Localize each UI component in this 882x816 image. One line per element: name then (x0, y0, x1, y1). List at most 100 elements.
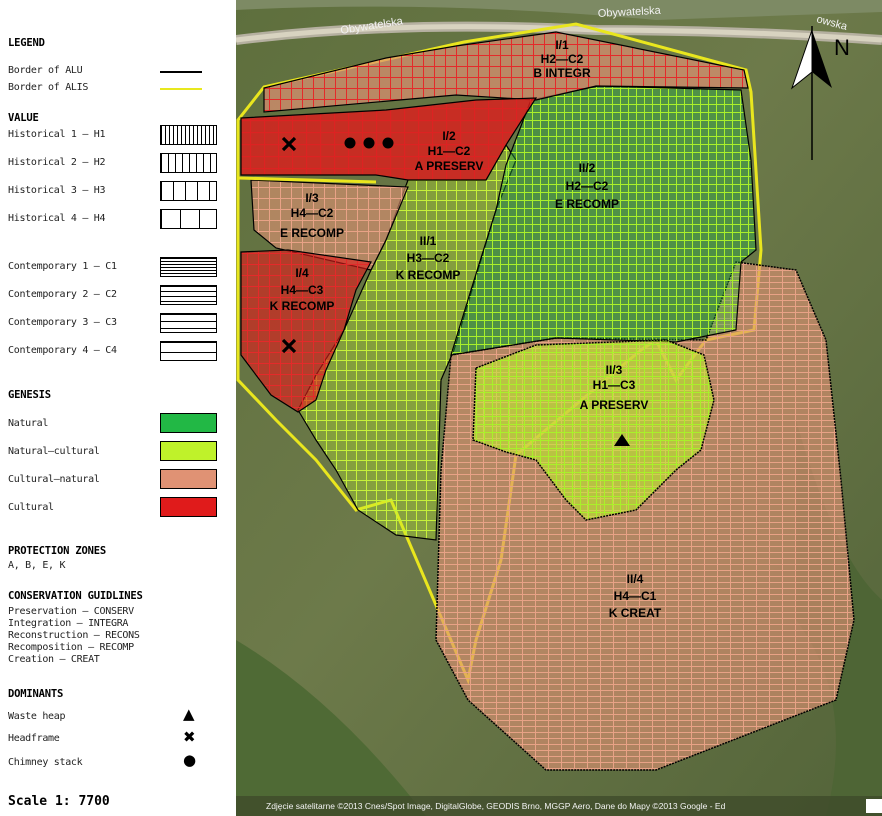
pattern-c1-swatch (160, 257, 217, 277)
zone-id: I/1 (555, 38, 569, 52)
chimney-marker[interactable] (363, 137, 375, 149)
protection-zones-text: A, B, E, K (8, 560, 66, 571)
scale-text: Scale 1: 7700 (8, 794, 110, 809)
triangle-icon: ▲ (183, 705, 195, 723)
conservation-item: Preservation — CONSERV (8, 606, 134, 617)
conservation-item: Recomposition — RECOMP (8, 642, 134, 653)
value-item-h4: Historical 4 — H4 (8, 213, 106, 224)
north-label: N (834, 35, 850, 60)
genesis-item-cultural-natural: Cultural—natural (8, 474, 100, 485)
map-credit: Zdjęcie satelitarne ©2013 Cnes/Spot Imag… (266, 801, 726, 811)
zone-id: II/3 (606, 363, 623, 377)
zone-id: I/4 (295, 266, 309, 280)
pattern-h1-swatch (160, 125, 217, 145)
zone-code: H4—C2 (291, 206, 334, 220)
genesis-item-cultural: Cultural (8, 502, 54, 513)
pattern-c4-swatch (160, 341, 217, 361)
zone-label-ii4: II/4 H4—C1 K CREAT (609, 572, 662, 620)
value-item-h3: Historical 3 — H3 (8, 185, 106, 196)
zone-code: H3—C2 (407, 251, 450, 265)
zone-code: H1—C2 (428, 144, 471, 158)
pattern-h2-swatch (160, 153, 217, 173)
cross-icon (281, 338, 297, 354)
genesis-natural-cultural-swatch (160, 441, 217, 461)
zone-guideline: K RECOMP (396, 268, 461, 282)
value-item-c1: Contemporary 1 — C1 (8, 261, 117, 272)
zone-id: I/2 (442, 129, 456, 143)
conservation-item: Creation — CREAT (8, 654, 100, 665)
dominants-title: DOMINANTS (8, 688, 64, 700)
zone-id: I/3 (305, 191, 319, 205)
pattern-h4-swatch (160, 209, 217, 229)
genesis-cultural-natural-swatch (160, 469, 217, 489)
zone-guideline: E RECOMP (280, 226, 344, 240)
cross-icon: ✖ (183, 728, 196, 746)
zone-label-i2: I/2 H1—C2 A PRESERV (415, 129, 484, 173)
zone-code: H2—C2 (541, 52, 584, 66)
pattern-c3-swatch (160, 313, 217, 333)
south-west-fields (236, 640, 426, 816)
edit-link-box[interactable] (866, 799, 882, 813)
legend-border-alu-label: Border of ALU (8, 65, 83, 76)
zone-id: II/2 (579, 161, 596, 175)
conservation-item: Integration — INTEGRA (8, 618, 129, 629)
dominant-item-waste-heap: Waste heap (8, 711, 66, 722)
value-item-c2: Contemporary 2 — C2 (8, 289, 117, 300)
zone-label-ii2: II/2 H2—C2 E RECOMP (555, 161, 619, 211)
north-arrow: N (790, 26, 850, 160)
attribution-bar (236, 796, 882, 816)
dot-icon: ● (183, 751, 197, 769)
zone-code: H2—C2 (566, 179, 609, 193)
zone-code: H1—C3 (593, 378, 636, 392)
border-alu-line (160, 71, 202, 73)
zone-guideline: E RECOMP (555, 197, 619, 211)
zone-code: H4—C1 (614, 589, 657, 603)
road-label: Obywatelska (598, 5, 662, 20)
zone-label-ii3: II/3 H1—C3 A PRESERV (580, 363, 649, 412)
north-arrow-head-light (790, 29, 813, 90)
legend-title: LEGEND (8, 37, 45, 49)
map-legend: LEGEND Border of ALU Border of ALIS VALU… (0, 0, 236, 816)
conservation-title: CONSERVATION GUIDLINES (8, 590, 143, 602)
zone-label-i4: I/4 H4—C3 K RECOMP (270, 266, 335, 313)
genesis-item-natural: Natural (8, 418, 49, 429)
value-item-h1: Historical 1 — H1 (8, 129, 106, 140)
protection-zones-title: PROTECTION ZONES (8, 545, 106, 557)
zone-guideline: K RECOMP (270, 299, 335, 313)
zone-ii3-hatch (472, 339, 715, 521)
map-area[interactable]: Obywatelska Obywatelska owska I/1 H2—C2 … (236, 0, 882, 816)
genesis-title: GENESIS (8, 389, 51, 401)
waste-heap-marker[interactable] (614, 434, 630, 446)
zone-i1-hatch (263, 31, 749, 113)
zone-label-i3: I/3 H4—C2 E RECOMP (280, 191, 344, 240)
dominant-item-chimney-stack: Chimney stack (8, 757, 83, 768)
pattern-h3-swatch (160, 181, 217, 201)
zone-guideline: B INTEGR (533, 66, 591, 80)
zone-i4-hatch (240, 249, 372, 413)
zone-i3-hatch (250, 179, 409, 271)
cross-icon (281, 136, 297, 152)
zone-id: II/4 (627, 572, 644, 586)
headframe-marker[interactable] (281, 136, 297, 152)
chimney-marker[interactable] (382, 137, 394, 149)
value-item-c4: Contemporary 4 — C4 (8, 345, 117, 356)
zone-guideline: K CREAT (609, 606, 662, 620)
genesis-natural-swatch (160, 413, 217, 433)
zone-ii2-hatch (450, 85, 757, 356)
zone-label-i1: I/1 H2—C2 B INTEGR (533, 38, 591, 80)
dominant-item-headframe: Headframe (8, 733, 60, 744)
genesis-cultural-swatch (160, 497, 217, 517)
zone-label-ii1: II/1 H3—C2 K RECOMP (396, 234, 461, 282)
pattern-c2-swatch (160, 285, 217, 305)
zone-id: II/1 (420, 234, 437, 248)
north-arrow-head (812, 30, 832, 88)
headframe-marker[interactable] (281, 338, 297, 354)
zone-guideline: A PRESERV (580, 398, 649, 412)
chimney-marker[interactable] (344, 137, 356, 149)
northern-area (236, 0, 882, 20)
value-item-c3: Contemporary 3 — C3 (8, 317, 117, 328)
genesis-item-natural-cultural: Natural—cultural (8, 446, 100, 457)
conservation-item: Reconstruction — RECONS (8, 630, 140, 641)
zone-guideline: A PRESERV (415, 159, 484, 173)
border-alis-line (160, 88, 202, 90)
